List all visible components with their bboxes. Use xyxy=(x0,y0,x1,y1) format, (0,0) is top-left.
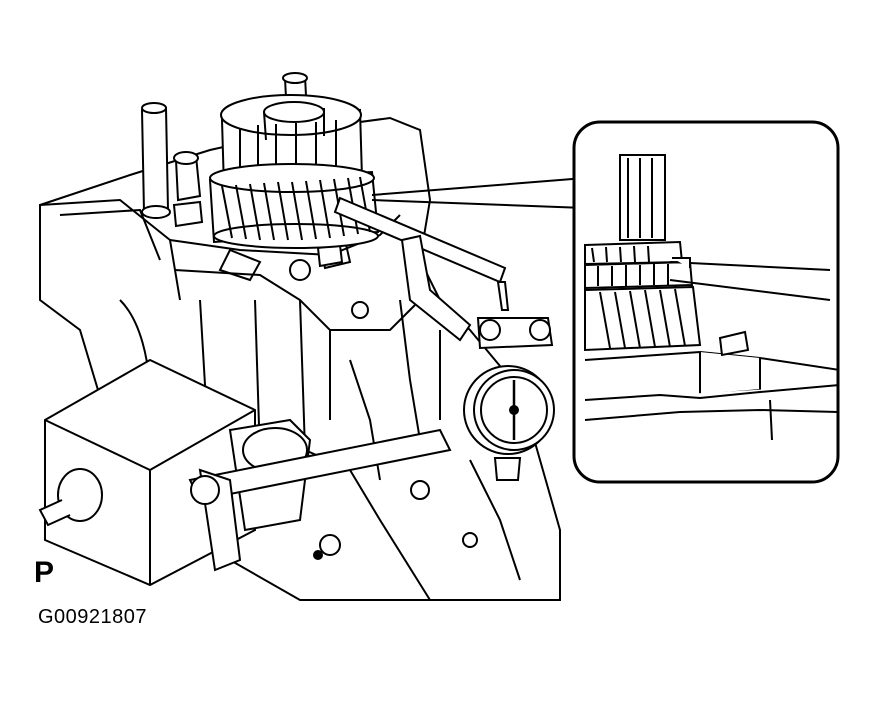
dial-indicator xyxy=(463,317,555,481)
figure-code: G00921807 xyxy=(38,606,148,628)
helical-gear xyxy=(208,163,380,249)
magnified-inset xyxy=(572,120,840,484)
guide-pin xyxy=(140,102,171,219)
indicator-lever xyxy=(333,196,510,342)
leader-line xyxy=(371,177,586,209)
bench-vise xyxy=(38,358,452,587)
view-label: P xyxy=(34,556,55,589)
case-bolt xyxy=(172,72,344,268)
